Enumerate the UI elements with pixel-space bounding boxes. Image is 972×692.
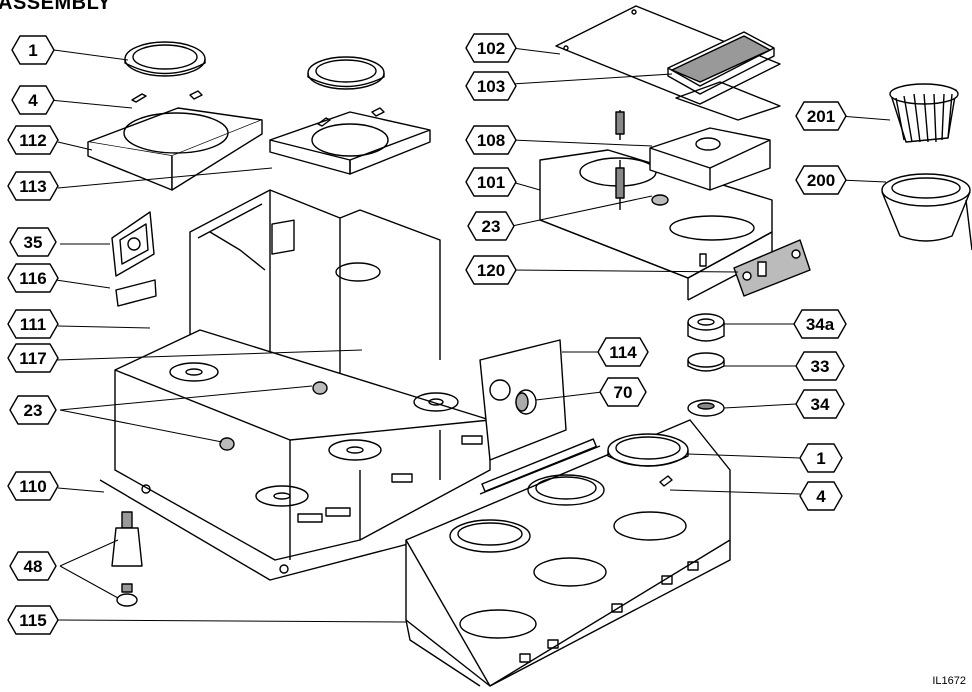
main-frame (99, 189, 501, 581)
svg-text:1: 1 (816, 449, 825, 468)
part-34a (687, 313, 725, 342)
leader-lines (49, 47, 891, 623)
callout-108: 108 (465, 125, 517, 155)
callout-103: 103 (465, 71, 517, 101)
knob-70 (515, 389, 537, 415)
svg-text:1: 1 (28, 41, 37, 60)
svg-text:113: 113 (19, 177, 46, 196)
svg-text:34: 34 (811, 395, 830, 414)
callout-101: 101 (465, 167, 517, 197)
callout-23a: 23 (9, 395, 57, 425)
callout-48: 48 (9, 551, 57, 581)
callout-4a: 4 (11, 85, 55, 115)
top-cover-102 (555, 5, 781, 121)
switch-35 (111, 211, 155, 277)
callout-201: 201 (795, 101, 847, 131)
warmer-ring-front (607, 433, 689, 487)
callout-112: 112 (7, 125, 59, 155)
callout-35: 35 (9, 227, 57, 257)
svg-text:201: 201 (807, 107, 835, 126)
paper-filter-201 (889, 83, 959, 143)
svg-text:4: 4 (816, 487, 826, 506)
svg-text:120: 120 (477, 261, 505, 280)
svg-text:70: 70 (614, 383, 633, 402)
svg-text:116: 116 (19, 269, 46, 288)
callout-33: 33 (795, 351, 845, 381)
callout-34a: 34a (793, 309, 847, 339)
svg-text:200: 200 (807, 171, 835, 190)
svg-text:48: 48 (24, 557, 43, 576)
callout-4b: 4 (799, 481, 843, 511)
warmer-plate-112 (87, 90, 263, 191)
svg-text:4: 4 (28, 91, 38, 110)
svg-text:111: 111 (20, 315, 47, 334)
plate-116 (115, 279, 157, 307)
callout-34: 34 (795, 389, 845, 419)
front-warmer-panel-115 (405, 419, 731, 687)
warmer-ring-top (307, 56, 385, 90)
svg-text:101: 101 (477, 173, 505, 192)
svg-text:115: 115 (19, 611, 46, 630)
svg-text:33: 33 (811, 357, 830, 376)
callout-115: 115 (7, 605, 59, 635)
part-34 (687, 399, 725, 417)
brew-chamber-101 (539, 149, 773, 301)
svg-text:23: 23 (482, 217, 501, 236)
callout-110: 110 (7, 471, 59, 501)
callout-102: 102 (465, 33, 517, 63)
svg-text:34a: 34a (806, 315, 835, 334)
svg-text:117: 117 (19, 349, 46, 368)
callout-114: 114 (597, 337, 649, 367)
callout-200: 200 (795, 165, 847, 195)
svg-text:35: 35 (24, 233, 43, 252)
callout-111: 111 (7, 309, 59, 339)
brew-funnel-200 (881, 173, 972, 251)
svg-text:114: 114 (609, 343, 637, 362)
svg-text:108: 108 (477, 131, 505, 150)
callout-1a: 1 (11, 35, 55, 65)
callout-116: 116 (7, 263, 59, 293)
svg-text:102: 102 (477, 39, 505, 58)
callouts: 1 4 112 113 35 116 111 117 23 110 48 115… (7, 33, 847, 635)
warmer-ring-1 (124, 41, 206, 77)
gasket-120 (733, 239, 811, 297)
callout-70: 70 (599, 377, 647, 407)
sprayhead-108 (615, 110, 771, 210)
diagram-title: ASSEMBLY (0, 0, 112, 14)
drawing-code: IL1672 (932, 675, 966, 687)
svg-text:110: 110 (19, 477, 46, 496)
callout-23b: 23 (467, 211, 515, 241)
svg-text:103: 103 (477, 77, 505, 96)
lid-103 (667, 31, 775, 95)
part-33 (687, 352, 725, 372)
callout-113: 113 (7, 171, 59, 201)
callout-117: 117 (7, 343, 59, 373)
svg-text:23: 23 (24, 401, 43, 420)
callout-1b: 1 (799, 443, 843, 473)
svg-text:112: 112 (19, 131, 46, 150)
warmer-plate-113 (269, 107, 431, 175)
callout-120: 120 (465, 255, 517, 285)
leg-48 (111, 511, 143, 607)
